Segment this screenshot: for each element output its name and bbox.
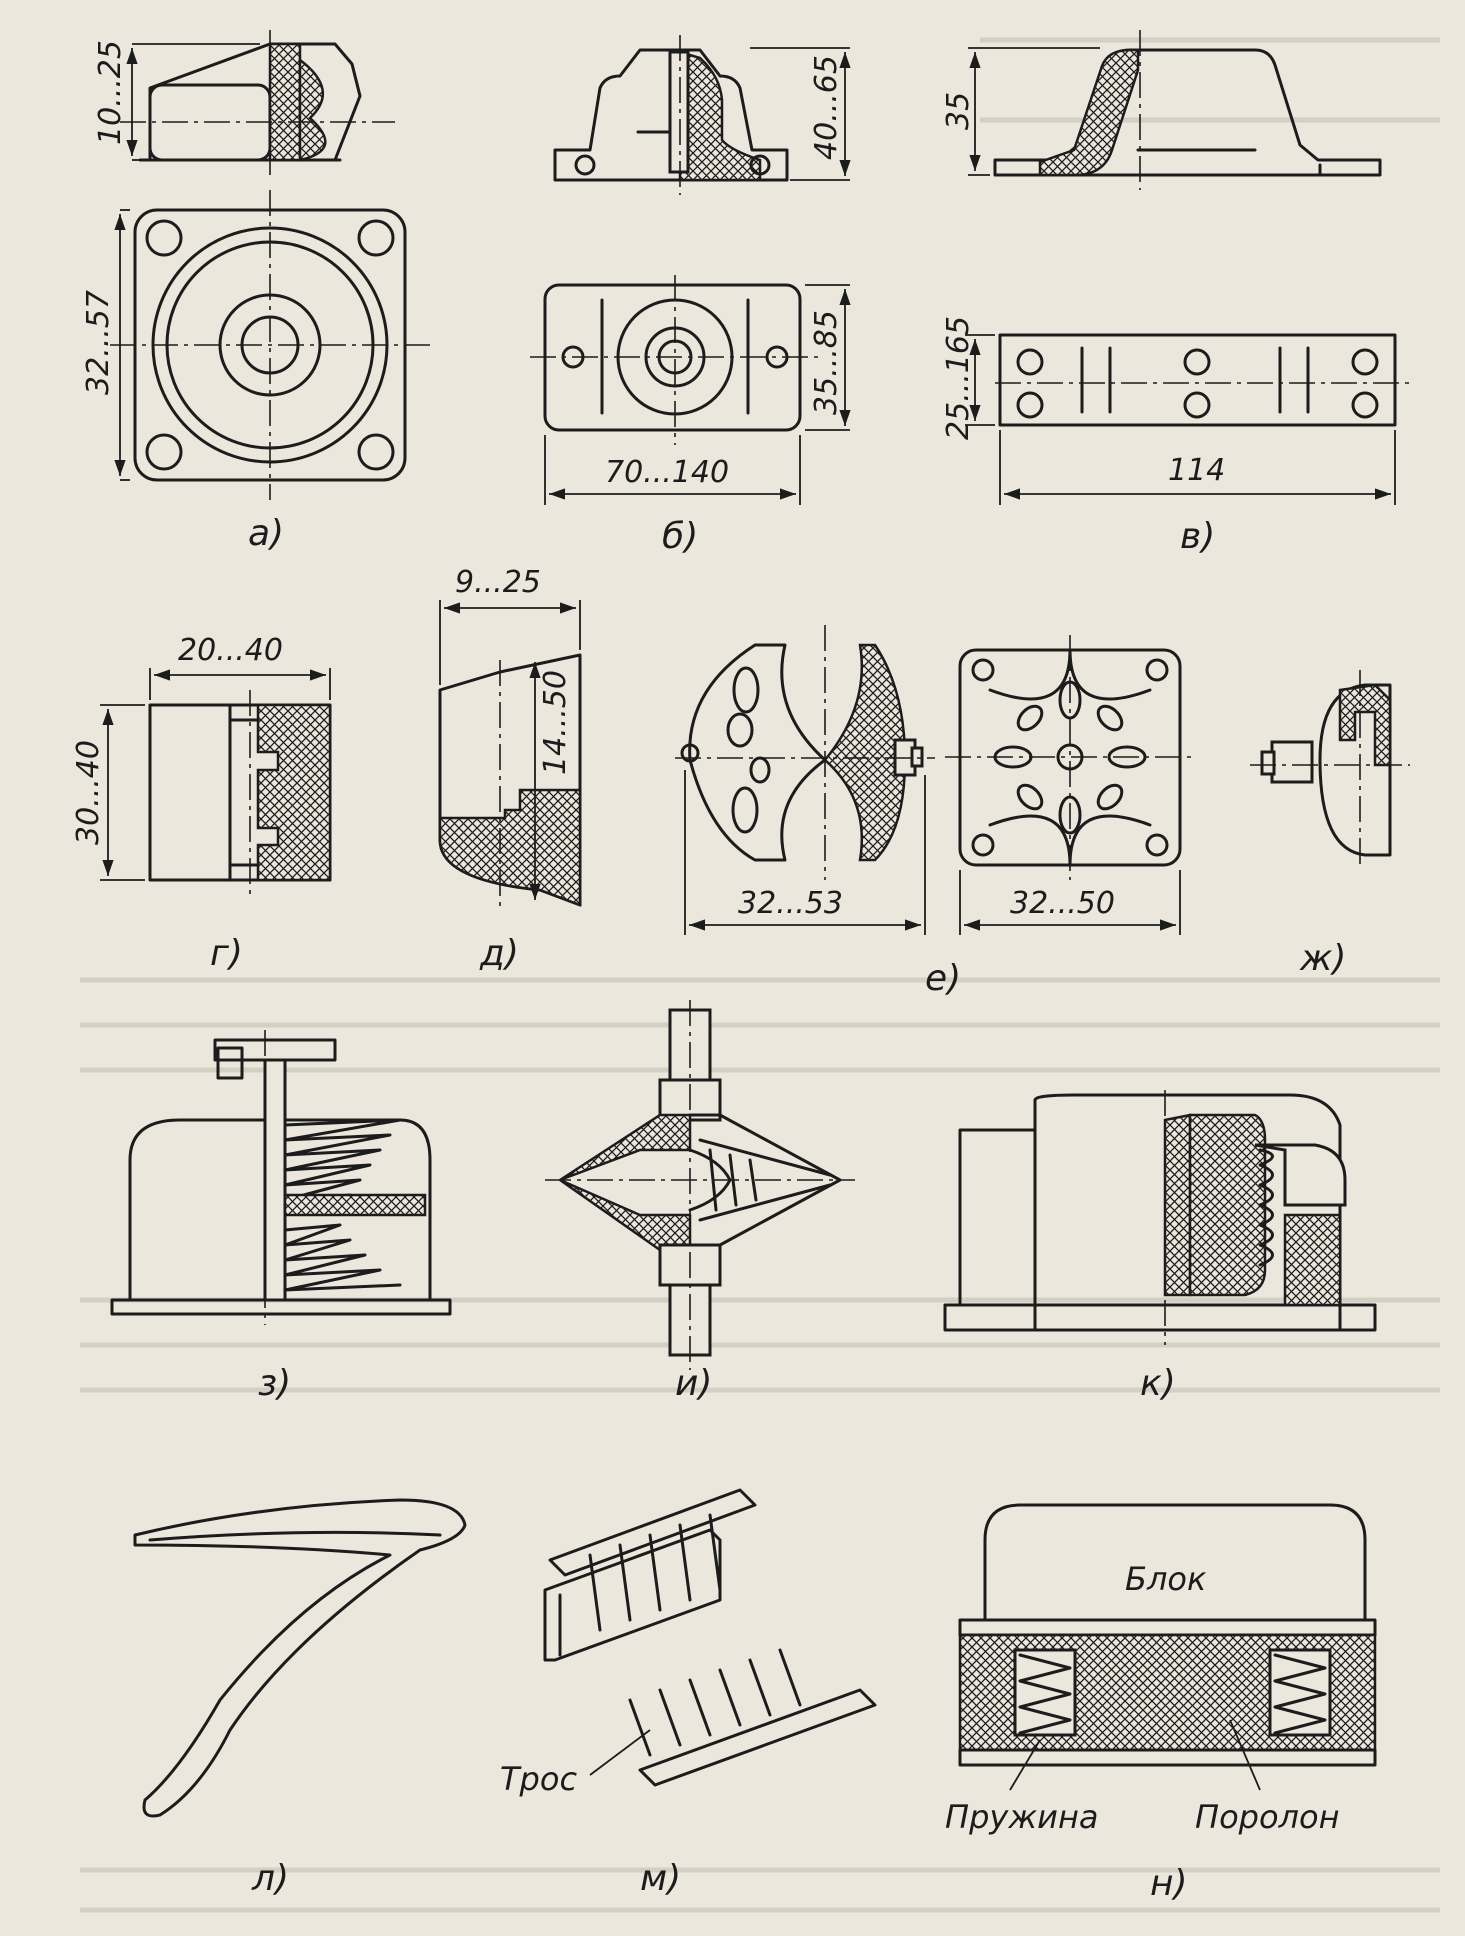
dim-g-height: 30...40 (71, 740, 106, 845)
caption-i: и) (675, 1363, 712, 1404)
figure-i: и) (545, 1000, 855, 1404)
dim-a-width: 32...57 (81, 290, 116, 395)
dim-b-depth: 35...85 (809, 310, 844, 415)
figure-m: Трос м) (500, 1488, 877, 1899)
dim-g-width: 20...40 (178, 633, 283, 668)
caption-m: м) (640, 1858, 681, 1899)
label-pruzhina: Пружина (945, 1798, 1098, 1836)
figure-n: Блок Пружина Поролон н) (945, 1503, 1377, 1904)
caption-zh: ж) (1299, 938, 1346, 979)
caption-e: е) (925, 958, 961, 999)
figure-e: 32...53 32...50 е) (675, 625, 1195, 999)
spring-lower (283, 1223, 402, 1292)
figure-v: 35 25...165 114 в) (941, 30, 1410, 557)
dim-v-height: 35 (941, 92, 976, 130)
dim-v-length: 114 (1168, 453, 1225, 488)
caption-b: б) (662, 516, 698, 557)
figure-l: л) (133, 1498, 467, 1899)
figure-b: 40...65 35...85 70...140 б) (530, 35, 851, 557)
dim-b-height: 40...65 (809, 55, 844, 160)
caption-l: л) (251, 1858, 289, 1899)
caption-g: г) (210, 933, 243, 974)
dim-v-depth: 25...165 (941, 316, 976, 440)
dim-b-length: 70...140 (605, 455, 729, 490)
spring-upper (283, 1118, 402, 1202)
caption-a: а) (248, 513, 284, 554)
caption-n: н) (1150, 1863, 1188, 1904)
dim-a-height: 10...25 (93, 40, 128, 145)
caption-d: д) (479, 933, 519, 974)
dim-d-height: 14...50 (538, 670, 573, 775)
dim-e-width: 32...50 (1010, 886, 1115, 921)
cable-coils (588, 1513, 802, 1757)
dim-e-height: 32...53 (738, 886, 843, 921)
figure-a: 10...25 32...57 а) (81, 30, 430, 554)
label-tros: Трос (500, 1760, 577, 1798)
figure-d: 9...25 14...50 д) (438, 565, 582, 974)
figure-zh: ж) (1250, 670, 1410, 979)
figure-g: 20...40 30...40 г) (71, 633, 332, 974)
caption-z: з) (258, 1363, 291, 1404)
figure-z: з) (110, 1030, 452, 1404)
figure-k: к) (943, 1090, 1377, 1404)
caption-v: в) (1180, 516, 1215, 557)
label-blok: Блок (1125, 1560, 1207, 1598)
caption-k: к) (1140, 1363, 1176, 1404)
label-porolon: Поролон (1195, 1798, 1339, 1836)
dim-d-width: 9...25 (455, 565, 541, 600)
